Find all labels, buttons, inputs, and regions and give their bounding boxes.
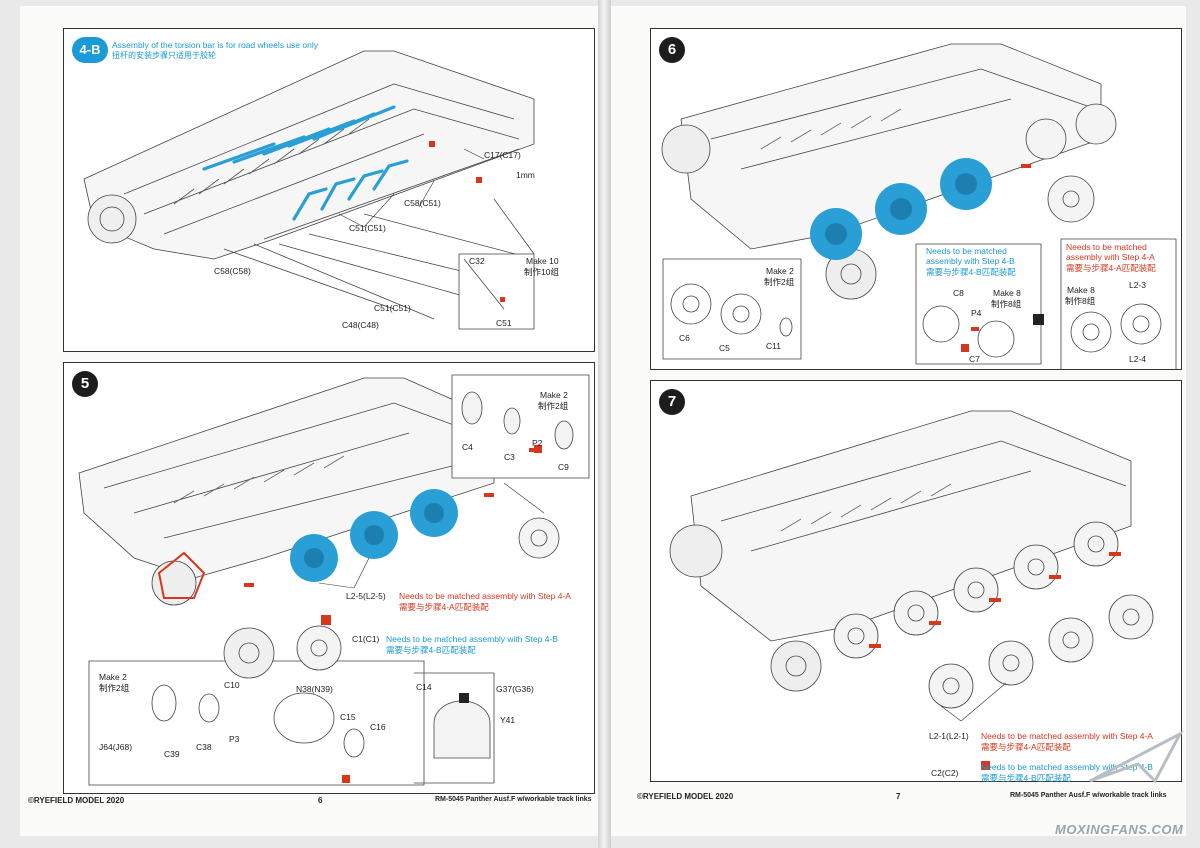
match-4a-7-en: Needs to be matched assembly with Step 4… — [981, 731, 1153, 741]
page-number-6: 6 — [318, 796, 323, 805]
label-c39: C39 — [164, 749, 180, 759]
page-gutter — [598, 0, 611, 848]
label-c10: C10 — [224, 680, 240, 690]
match-4b-7-en: Needs to be matched assembly with Step 4… — [981, 762, 1153, 772]
label-p4: P4 — [971, 308, 982, 318]
match-4b-cn: 需要与步骤4-B匹配装配 — [386, 645, 476, 655]
watermark-text: MOXINGFANS.COM — [1055, 822, 1184, 837]
label-c48-c48: C48(C48) — [342, 320, 379, 330]
match-4a-6-en2: assembly with Step 4-A — [1066, 252, 1155, 262]
hull-torsion-drawing — [83, 50, 535, 330]
label-c51-inset: C51 — [496, 318, 512, 328]
footer-model-left: RM-5045 Panther Ausf.F w/workable track … — [435, 796, 592, 803]
label-c11: C11 — [766, 341, 781, 351]
watermark-plane-icon — [1089, 730, 1184, 784]
label-c51-c51-b: C51(C51) — [374, 303, 411, 313]
label-c1: C1(C1) — [352, 634, 380, 644]
label-c58-c58: C58(C58) — [214, 266, 251, 276]
match-4a-6-cn: 需要与步骤4-A匹配装配 — [1066, 263, 1156, 273]
page-number-7: 7 — [896, 792, 901, 801]
label-c51-c51-a: C51(C51) — [349, 223, 386, 233]
label-make2-bottom: Make 2 — [99, 672, 127, 682]
label-c16: C16 — [370, 722, 386, 732]
label-make8-cn: 制作8组 — [991, 299, 1022, 309]
label-make2-bottom-cn: 制作2组 — [99, 683, 130, 693]
match-4b-en: Needs to be matched assembly with Step 4… — [386, 634, 558, 644]
label-make2-6-cn: 制作2组 — [764, 277, 795, 287]
match-4b-7-cn: 需要与步骤4-B匹配装配 — [981, 773, 1071, 783]
label-c3: C3 — [504, 452, 515, 462]
label-c2: C2(C2) — [931, 768, 959, 778]
hull-wheels-step7-drawing — [669, 410, 1154, 770]
match-4a-en: Needs to be matched assembly with Step 4… — [399, 591, 571, 601]
match-4a-6-en: Needs to be matched — [1066, 242, 1147, 252]
label-c7: C7 — [969, 354, 980, 364]
label-y41: Y41 — [500, 715, 516, 725]
label-l2-1: L2-1(L2-1) — [929, 731, 969, 741]
step-6-panel: 6 Make 2 制作2组 C6 C5 C11 Needs to be matc… — [650, 28, 1182, 370]
hull-wheels-step6-drawing — [661, 43, 1177, 369]
step-7-panel: 7 L2-1(L2-1) Needs to be matched assembl… — [650, 380, 1182, 782]
hull-wheels-step5-drawing — [78, 374, 590, 786]
step-4b-note-cn: 扭杆的安装步骤只适用于胶轮 — [112, 51, 216, 60]
label-make-10-cn: 制作10组 — [524, 267, 559, 277]
label-c14: C14 — [416, 682, 432, 692]
label-make2-top-cn: 制作2组 — [538, 401, 569, 411]
label-g37: G37(G36) — [496, 684, 534, 694]
label-make2-top: Make 2 — [540, 390, 568, 400]
label-c15: C15 — [340, 712, 356, 722]
step-5-badge: 5 — [72, 371, 98, 397]
label-p3: P3 — [229, 734, 240, 744]
label-c38: C38 — [196, 742, 212, 752]
label-p2: P2 — [532, 438, 543, 448]
label-c6: C6 — [679, 333, 690, 343]
match-4a-cn: 需要与步骤4-A匹配装配 — [399, 602, 489, 612]
label-j64: J64(J68) — [99, 742, 133, 752]
step-6-badge: 6 — [659, 37, 685, 63]
label-c8: C8 — [953, 288, 964, 298]
label-c58-c51: C58(C51) — [404, 198, 441, 208]
label-c4: C4 — [462, 442, 473, 452]
label-make8: Make 8 — [993, 288, 1021, 298]
label-1mm: 1mm — [516, 170, 535, 180]
label-make8b: Make 8 — [1067, 285, 1095, 295]
footer-copyright-right: ©RYEFIELD MODEL 2020 — [637, 792, 734, 801]
step-4b-note-en: Assembly of the torsion bar is for road … — [112, 40, 318, 50]
label-l2-3: L2-3 — [1129, 280, 1147, 290]
label-make8b-cn: 制作8组 — [1065, 296, 1096, 306]
step-4b-badge: 4-B — [72, 37, 108, 63]
match-4b-6-en2: assembly with Step 4-B — [926, 256, 1015, 266]
step-4b-panel: 4-B Assembly of the torsion bar is for r… — [63, 28, 595, 352]
label-n38: N38(N39) — [296, 684, 333, 694]
label-c9: C9 — [558, 462, 569, 472]
step-5-panel: 5 Make 2 制作2组 C4 C3 P2 C9 L2-5(L2-5) Nee… — [63, 362, 595, 794]
label-l2-5: L2-5(L2-5) — [346, 591, 386, 601]
match-4a-7-cn: 需要与步骤4-A匹配装配 — [981, 742, 1071, 752]
label-c5: C5 — [719, 343, 730, 353]
match-4b-6-en: Needs to be matched — [926, 246, 1007, 256]
match-4b-6-cn: 需要与步骤4-B匹配装配 — [926, 267, 1016, 277]
label-l2-4: L2-4 — [1129, 354, 1147, 364]
footer-model-right: RM-5045 Panther Ausf.F w/workable track … — [1010, 792, 1167, 799]
label-make2-6: Make 2 — [766, 266, 794, 276]
footer-copyright-left: ©RYEFIELD MODEL 2020 — [28, 796, 125, 805]
step-7-badge: 7 — [659, 389, 685, 415]
label-c32: C32 — [469, 256, 485, 266]
label-c17: C17(C17) — [484, 150, 521, 160]
label-make-10: Make 10 — [526, 256, 559, 266]
